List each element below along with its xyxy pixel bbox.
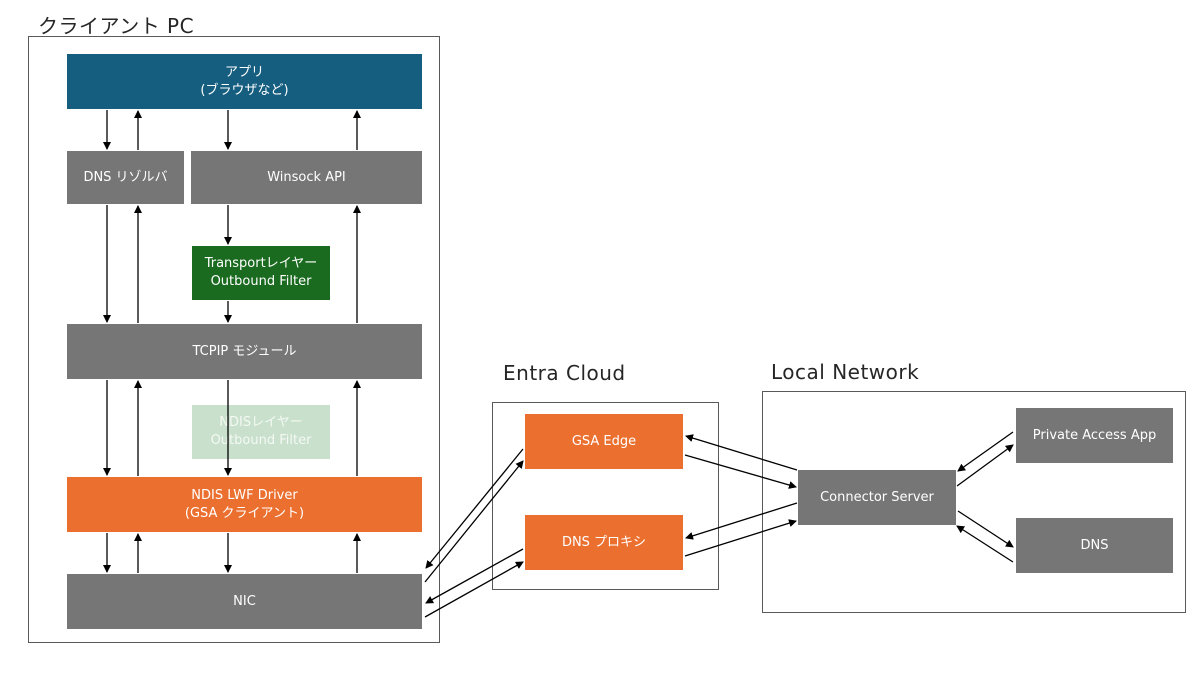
client-pc-title: クライアント PC [38, 14, 195, 38]
nic-label: NIC [233, 593, 256, 609]
ndis-lwf-driver-box: NDIS LWF Driver (GSA クライアント) [67, 477, 422, 532]
dns-proxy-label: DNS プロキシ [561, 534, 647, 550]
transport-filter-sublabel: Outbound Filter [210, 274, 312, 289]
private-access-app-box: Private Access App [1016, 408, 1173, 463]
gsa-edge-label: GSA Edge [571, 433, 637, 449]
app-label: アプリ [224, 64, 264, 80]
connector-server-label: Connector Server [820, 489, 934, 505]
dns-proxy-box: DNS プロキシ [525, 515, 683, 570]
transport-filter-box: Transportレイヤー Outbound Filter [192, 246, 330, 300]
app-box: アプリ (ブラウザなど) [67, 54, 422, 109]
dns-server-box: DNS [1016, 518, 1173, 573]
gsa-edge-box: GSA Edge [525, 414, 683, 469]
transport-filter-label: Transportレイヤー [204, 256, 318, 271]
ndis-filter-box: NDISレイヤー Outbound Filter [192, 405, 330, 459]
dns-resolver-box: DNS リゾルバ [67, 151, 184, 204]
tcpip-module-label: TCPIP モジュール [192, 343, 297, 359]
local-network-title: Local Network [771, 360, 920, 384]
winsock-api-box: Winsock API [191, 151, 422, 204]
app-sublabel: (ブラウザなど) [200, 82, 289, 98]
ndis-filter-label: NDISレイヤー [219, 415, 303, 430]
entra-cloud-title: Entra Cloud [503, 361, 626, 385]
client-pc-frame [28, 36, 440, 643]
ndis-filter-sublabel: Outbound Filter [210, 433, 312, 448]
local-network-frame [762, 391, 1186, 613]
ndis-lwf-driver-sublabel: (GSA クライアント) [184, 505, 305, 521]
winsock-api-label: Winsock API [267, 169, 346, 185]
ndis-lwf-driver-label: NDIS LWF Driver [191, 487, 298, 503]
connector-server-box: Connector Server [798, 470, 956, 525]
nic-box: NIC [67, 574, 422, 629]
tcpip-module-box: TCPIP モジュール [67, 324, 422, 379]
private-access-app-label: Private Access App [1032, 427, 1157, 443]
dns-server-label: DNS [1080, 537, 1109, 553]
dns-resolver-label: DNS リゾルバ [83, 169, 168, 185]
